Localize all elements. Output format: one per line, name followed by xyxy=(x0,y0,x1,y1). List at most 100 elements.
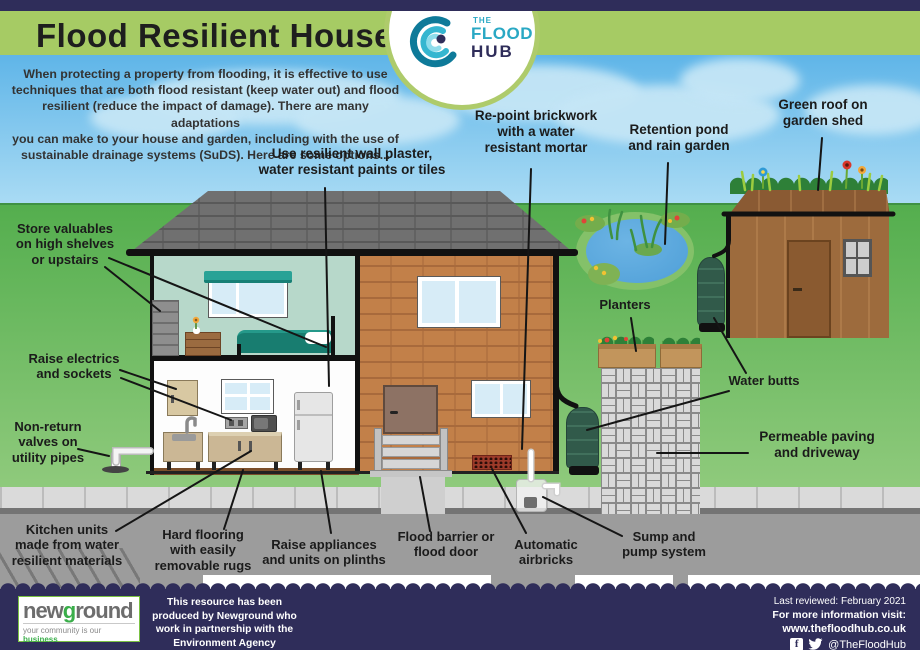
flood-barrier-board xyxy=(382,459,440,469)
kitchen-counter-unit xyxy=(208,432,282,462)
pond-island-grass xyxy=(634,243,662,256)
newground-word-g: g xyxy=(62,598,76,623)
water-butt-base xyxy=(569,466,599,475)
airbrick xyxy=(472,455,512,470)
shed-door-handle xyxy=(793,288,802,291)
flood-barrier-board xyxy=(382,435,440,445)
flood-barrier-post xyxy=(440,428,448,475)
microwave-window xyxy=(254,418,268,429)
door-handle xyxy=(390,411,398,414)
newground-tagline-highlight: business xyxy=(23,635,58,645)
callout-raise-electrics: Raise electrics and sockets xyxy=(28,351,120,382)
callout-flood-barrier: Flood barrier or flood door xyxy=(397,529,495,560)
logo-text-hub: HUB xyxy=(471,42,514,61)
website-link[interactable]: www.thefloodhub.co.uk xyxy=(782,623,906,635)
fridge-handle xyxy=(297,420,300,430)
socket-outlet xyxy=(238,420,243,426)
bedside-drawers xyxy=(185,332,221,356)
facebook-icon[interactable]: f xyxy=(790,638,804,650)
last-reviewed: Last reviewed: February 2021 xyxy=(773,596,906,607)
kerb-edge xyxy=(0,508,920,514)
logo-text-flood: FLOOD xyxy=(471,24,533,43)
shed-window xyxy=(843,239,872,277)
sump-pump-motor xyxy=(524,497,537,508)
bed-post xyxy=(331,316,335,356)
wave-scallop-edge xyxy=(0,581,920,590)
cupboard-handle xyxy=(249,441,252,451)
permeable-paving xyxy=(601,368,700,514)
front-door xyxy=(383,385,438,434)
unit-leg xyxy=(196,462,200,470)
callout-kitchen-units: Kitchen units made from water resilient … xyxy=(11,522,123,568)
more-info-label: For more information visit: xyxy=(772,609,906,621)
shelf-unit xyxy=(152,300,179,356)
flood-hub-wave-icon xyxy=(409,16,457,68)
front-path xyxy=(381,477,445,514)
wall-cupboard-handle xyxy=(171,395,174,403)
callout-water-butts: Water butts xyxy=(728,373,800,388)
bed-pillow xyxy=(305,332,331,344)
cloud xyxy=(680,58,800,103)
water-butt-shed xyxy=(697,257,725,325)
valve-base xyxy=(102,466,129,473)
page-title: Flood Resilient House xyxy=(36,17,394,54)
intro-text: When protecting a property from flooding… xyxy=(11,67,400,163)
callout-hard-flooring: Hard flooring with easily removable rugs xyxy=(154,527,252,573)
kitchen-window xyxy=(221,379,274,414)
house-base-line xyxy=(146,471,559,474)
cloud xyxy=(805,85,920,135)
pond-bush xyxy=(660,212,690,228)
callout-sump-pump: Sump and pump system xyxy=(622,529,706,560)
newground-logo: newground your community is our business xyxy=(18,596,140,645)
callout-repoint-brickwork: Re-point brickwork with a water resistan… xyxy=(474,108,598,155)
floor-divider xyxy=(154,355,359,361)
twitter-icon[interactable] xyxy=(808,638,823,650)
house-roof xyxy=(128,191,575,254)
top-navy-bar xyxy=(0,0,920,11)
water-butt-house xyxy=(566,407,599,468)
callout-raise-appliances: Raise appliances and units on plinths xyxy=(262,537,386,568)
newground-tagline: your community is our xyxy=(23,626,102,636)
flower-vase xyxy=(193,327,200,334)
cupboard-handle xyxy=(238,441,241,451)
unit-leg xyxy=(298,462,302,470)
footer-info: Last reviewed: February 2021 For more in… xyxy=(686,596,906,650)
water-butt-base xyxy=(699,323,725,332)
callout-planters: Planters xyxy=(599,297,651,312)
unit-leg xyxy=(326,462,330,470)
fridge-divider xyxy=(295,414,332,416)
callout-store-valuables: Store valuables on high shelves or upsta… xyxy=(15,221,115,267)
house-right-corner xyxy=(553,256,559,473)
unit-leg xyxy=(212,462,216,470)
pond-bush xyxy=(575,215,605,232)
social-handle[interactable]: @TheFloodHub xyxy=(828,638,906,650)
footer-bar xyxy=(0,589,920,650)
door-step xyxy=(370,470,452,477)
house-eave xyxy=(126,249,578,256)
pond-bush xyxy=(588,263,620,285)
callout-retention-pond: Retention pond and rain garden xyxy=(628,122,730,153)
pavement xyxy=(0,487,920,508)
socket-outlet xyxy=(229,420,234,426)
bed-leg xyxy=(237,344,241,357)
planter-box xyxy=(598,344,656,368)
newground-word-end: round xyxy=(75,598,133,623)
bedroom-window xyxy=(208,279,288,318)
unit-leg xyxy=(167,462,171,470)
unit-leg xyxy=(274,462,278,470)
flood-barrier-post xyxy=(374,428,382,475)
upstairs-window xyxy=(417,276,501,328)
flood-barrier-board xyxy=(382,447,440,457)
downstairs-window xyxy=(471,380,531,418)
newground-word-start: new xyxy=(23,598,64,623)
logo-text-the: THE xyxy=(473,16,492,25)
callout-airbricks: Automatic airbricks xyxy=(514,537,578,568)
window-valance xyxy=(204,271,292,283)
callout-permeable-paving: Permeable paving and driveway xyxy=(759,429,875,460)
footer-credit: This resource has been produced by Newgr… xyxy=(152,597,297,649)
planter-box xyxy=(660,344,702,368)
cloud xyxy=(90,95,240,140)
callout-non-return-valves: Non-return valves on utility pipes xyxy=(11,419,85,465)
sink-basin xyxy=(172,434,196,441)
